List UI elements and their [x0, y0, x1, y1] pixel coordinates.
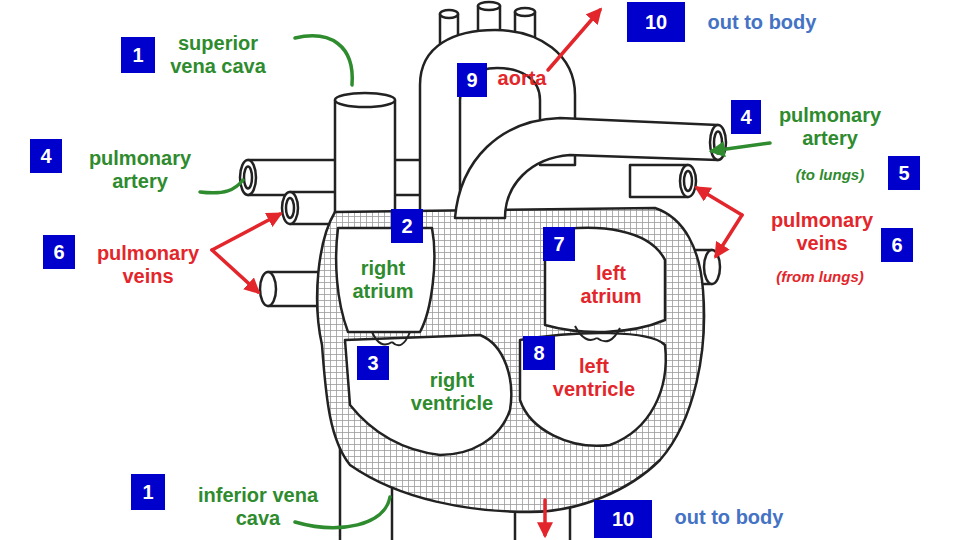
structure-label: inferior vena cava	[183, 484, 333, 530]
callout-number: 10	[612, 509, 634, 529]
callout-box: 10	[594, 500, 652, 538]
callout-box: 5	[888, 156, 920, 190]
callout-box: 3	[357, 346, 389, 380]
callout-box: 1	[121, 37, 155, 73]
structure-label: aorta	[477, 67, 567, 90]
vessel-opening	[710, 125, 726, 160]
structure-label: superior vena cava	[163, 32, 273, 78]
left-ventricle-chamber	[520, 333, 666, 446]
callout-number: 1	[142, 482, 153, 502]
pulmonary-trunk	[455, 118, 718, 218]
structure-label: left atrium	[571, 262, 651, 308]
flow-arrow	[716, 215, 742, 256]
callout-box: 7	[543, 227, 575, 261]
vessel-opening	[478, 2, 500, 10]
callout-number: 8	[533, 343, 544, 363]
right-atrium-chamber	[336, 228, 434, 332]
callout-number: 5	[898, 163, 909, 183]
callout-box: 4	[30, 139, 62, 173]
valve-flap	[575, 326, 597, 340]
leader-line	[200, 180, 243, 193]
leader-line	[295, 36, 352, 85]
flow-arrow	[543, 500, 547, 535]
flow-arrow	[712, 143, 770, 151]
callout-number: 3	[367, 353, 378, 373]
callout-number: 4	[740, 107, 751, 127]
callout-number: 9	[466, 70, 477, 90]
callout-number: 10	[645, 12, 667, 32]
vessel-opening	[440, 10, 458, 18]
structure-label: out to body	[672, 11, 852, 34]
callout-number: 7	[553, 234, 564, 254]
vessel-opening	[684, 171, 692, 191]
right-ventricle-chamber	[345, 335, 511, 455]
structure-label: left ventricle	[544, 355, 644, 401]
vessel-opening	[244, 167, 252, 189]
valve-flap	[597, 328, 620, 341]
structure-label: (to lungs)	[770, 166, 890, 183]
vessel-opening	[260, 272, 276, 306]
callout-box: 8	[523, 336, 555, 370]
flow-arrow	[548, 10, 600, 70]
structure-label: pulmonary artery	[80, 147, 200, 193]
vessel-opening	[680, 165, 696, 197]
callout-number: 4	[40, 146, 51, 166]
callout-box: 9	[457, 63, 487, 97]
callout-number: 2	[401, 216, 412, 236]
structure-label: (from lungs)	[755, 268, 885, 285]
vessel-opening	[286, 198, 294, 218]
flow-arrow	[212, 250, 258, 292]
left-atrium-chamber	[545, 228, 665, 332]
structure-label: right atrium	[343, 257, 423, 303]
heart-wall	[317, 208, 704, 512]
flow-arrow	[697, 188, 742, 215]
valve-flap	[372, 332, 392, 344]
structure-label: pulmonary artery	[770, 104, 890, 150]
vessel-opening	[335, 93, 395, 107]
structure-label: out to body	[639, 506, 819, 529]
callout-box: 2	[391, 209, 423, 243]
flow-arrow	[212, 214, 280, 250]
callout-number: 6	[53, 242, 64, 262]
valve-flap	[392, 332, 410, 345]
structure-label: pulmonary veins	[762, 209, 882, 255]
callout-box: 6	[43, 235, 75, 269]
callout-box: 10	[627, 2, 685, 42]
vessel-opening	[282, 192, 298, 224]
callout-box: 4	[731, 100, 761, 134]
vessel-opening	[240, 160, 256, 195]
callout-number: 1	[132, 45, 143, 65]
structure-label: pulmonary veins	[88, 242, 208, 288]
structure-label: right ventricle	[397, 369, 507, 415]
callout-box: 1	[131, 474, 165, 510]
vessel-opening	[515, 8, 535, 16]
callout-number: 6	[891, 235, 902, 255]
callout-box: 6	[881, 228, 913, 262]
